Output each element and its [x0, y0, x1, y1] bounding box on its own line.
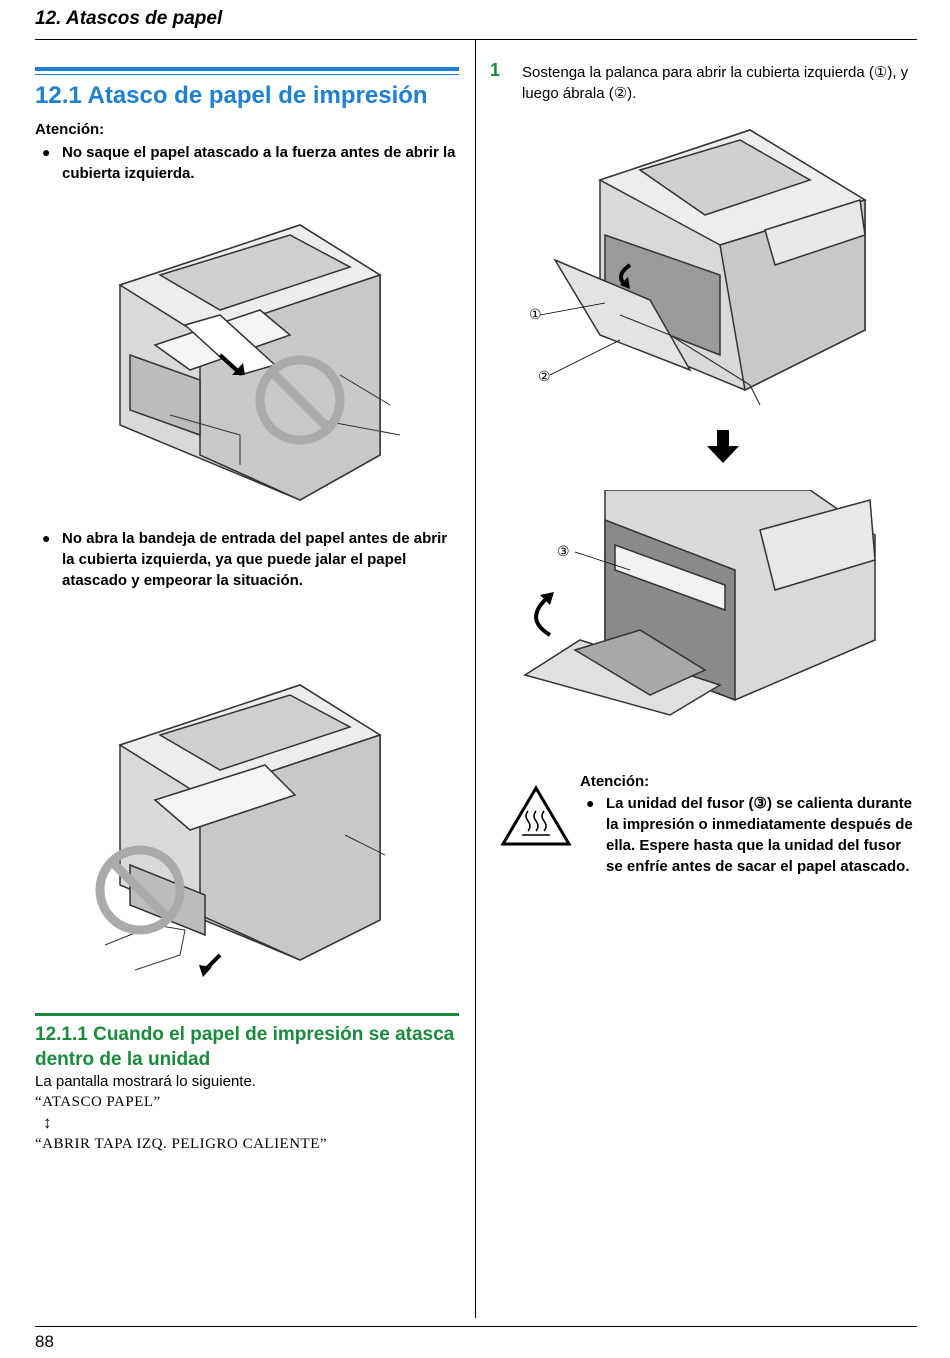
down-arrow-icon	[707, 430, 739, 463]
bullet-1-text: No saque el papel atascado a la fuerza a…	[62, 144, 456, 182]
illustration-cover-open-fuser	[523, 490, 876, 716]
callout-1: ①	[529, 306, 542, 322]
caution-text: La unidad del fusor (③) se calienta dura…	[606, 795, 913, 875]
column-divider	[475, 40, 476, 1318]
illustration-pull-paper-prohibited	[118, 224, 400, 501]
display-message-1: “ATASCO PAPEL”	[35, 1094, 161, 1110]
prohibited-sign-1	[255, 355, 345, 445]
callout-3: ③	[557, 543, 570, 559]
attention-label: Atención:	[35, 121, 105, 138]
chapter-header: 12. Atascos de papel	[35, 8, 223, 29]
bullet-1: ● No saque el papel atascado a la fuerza…	[42, 142, 462, 184]
step-1-line-1: Sostenga la palanca para abrir la cubier…	[522, 64, 909, 81]
caution-label: Atención:	[580, 773, 650, 790]
illustration-open-tray-prohibited	[95, 684, 386, 977]
subsection-title: 12.1.1 Cuando el papel de impresión se a…	[35, 1024, 455, 1070]
illustration-open-left-cover	[539, 129, 867, 406]
prohibited-sign-2	[95, 845, 185, 935]
subsection-bar	[35, 1013, 459, 1016]
step-1-text: Sostenga la palanca para abrir la cubier…	[522, 62, 922, 104]
bullet-2: ● No abra la bandeja de entrada del pape…	[42, 528, 462, 591]
section-top-bar-thin	[35, 74, 459, 75]
section-title: 12.1 Atasco de papel de impresión	[35, 82, 428, 109]
hot-surface-warning-icon	[500, 785, 572, 846]
display-message-2: “ABRIR TAPA IZQ. PELIGRO CALIENTE”	[35, 1136, 328, 1152]
bullet-dot: ●	[42, 530, 51, 546]
page-number: 88	[35, 1332, 54, 1351]
callout-2: ②	[538, 368, 551, 384]
subsection-intro: La pantalla mostrará lo siguiente.	[35, 1073, 256, 1090]
toggle-arrow-icon: ↕	[43, 1113, 52, 1132]
step-number: 1	[490, 60, 501, 80]
section-top-bar	[35, 67, 459, 71]
header-rule	[35, 39, 917, 40]
footer-rule	[35, 1326, 917, 1327]
bullet-dot: ●	[586, 795, 595, 811]
caution-bullet: ● La unidad del fusor (③) se calienta du…	[586, 793, 916, 877]
step-1-line-2: luego ábrala (②).	[522, 85, 637, 102]
bullet-2-text: No abra la bandeja de entrada del papel …	[62, 530, 448, 589]
bullet-dot: ●	[42, 144, 51, 160]
